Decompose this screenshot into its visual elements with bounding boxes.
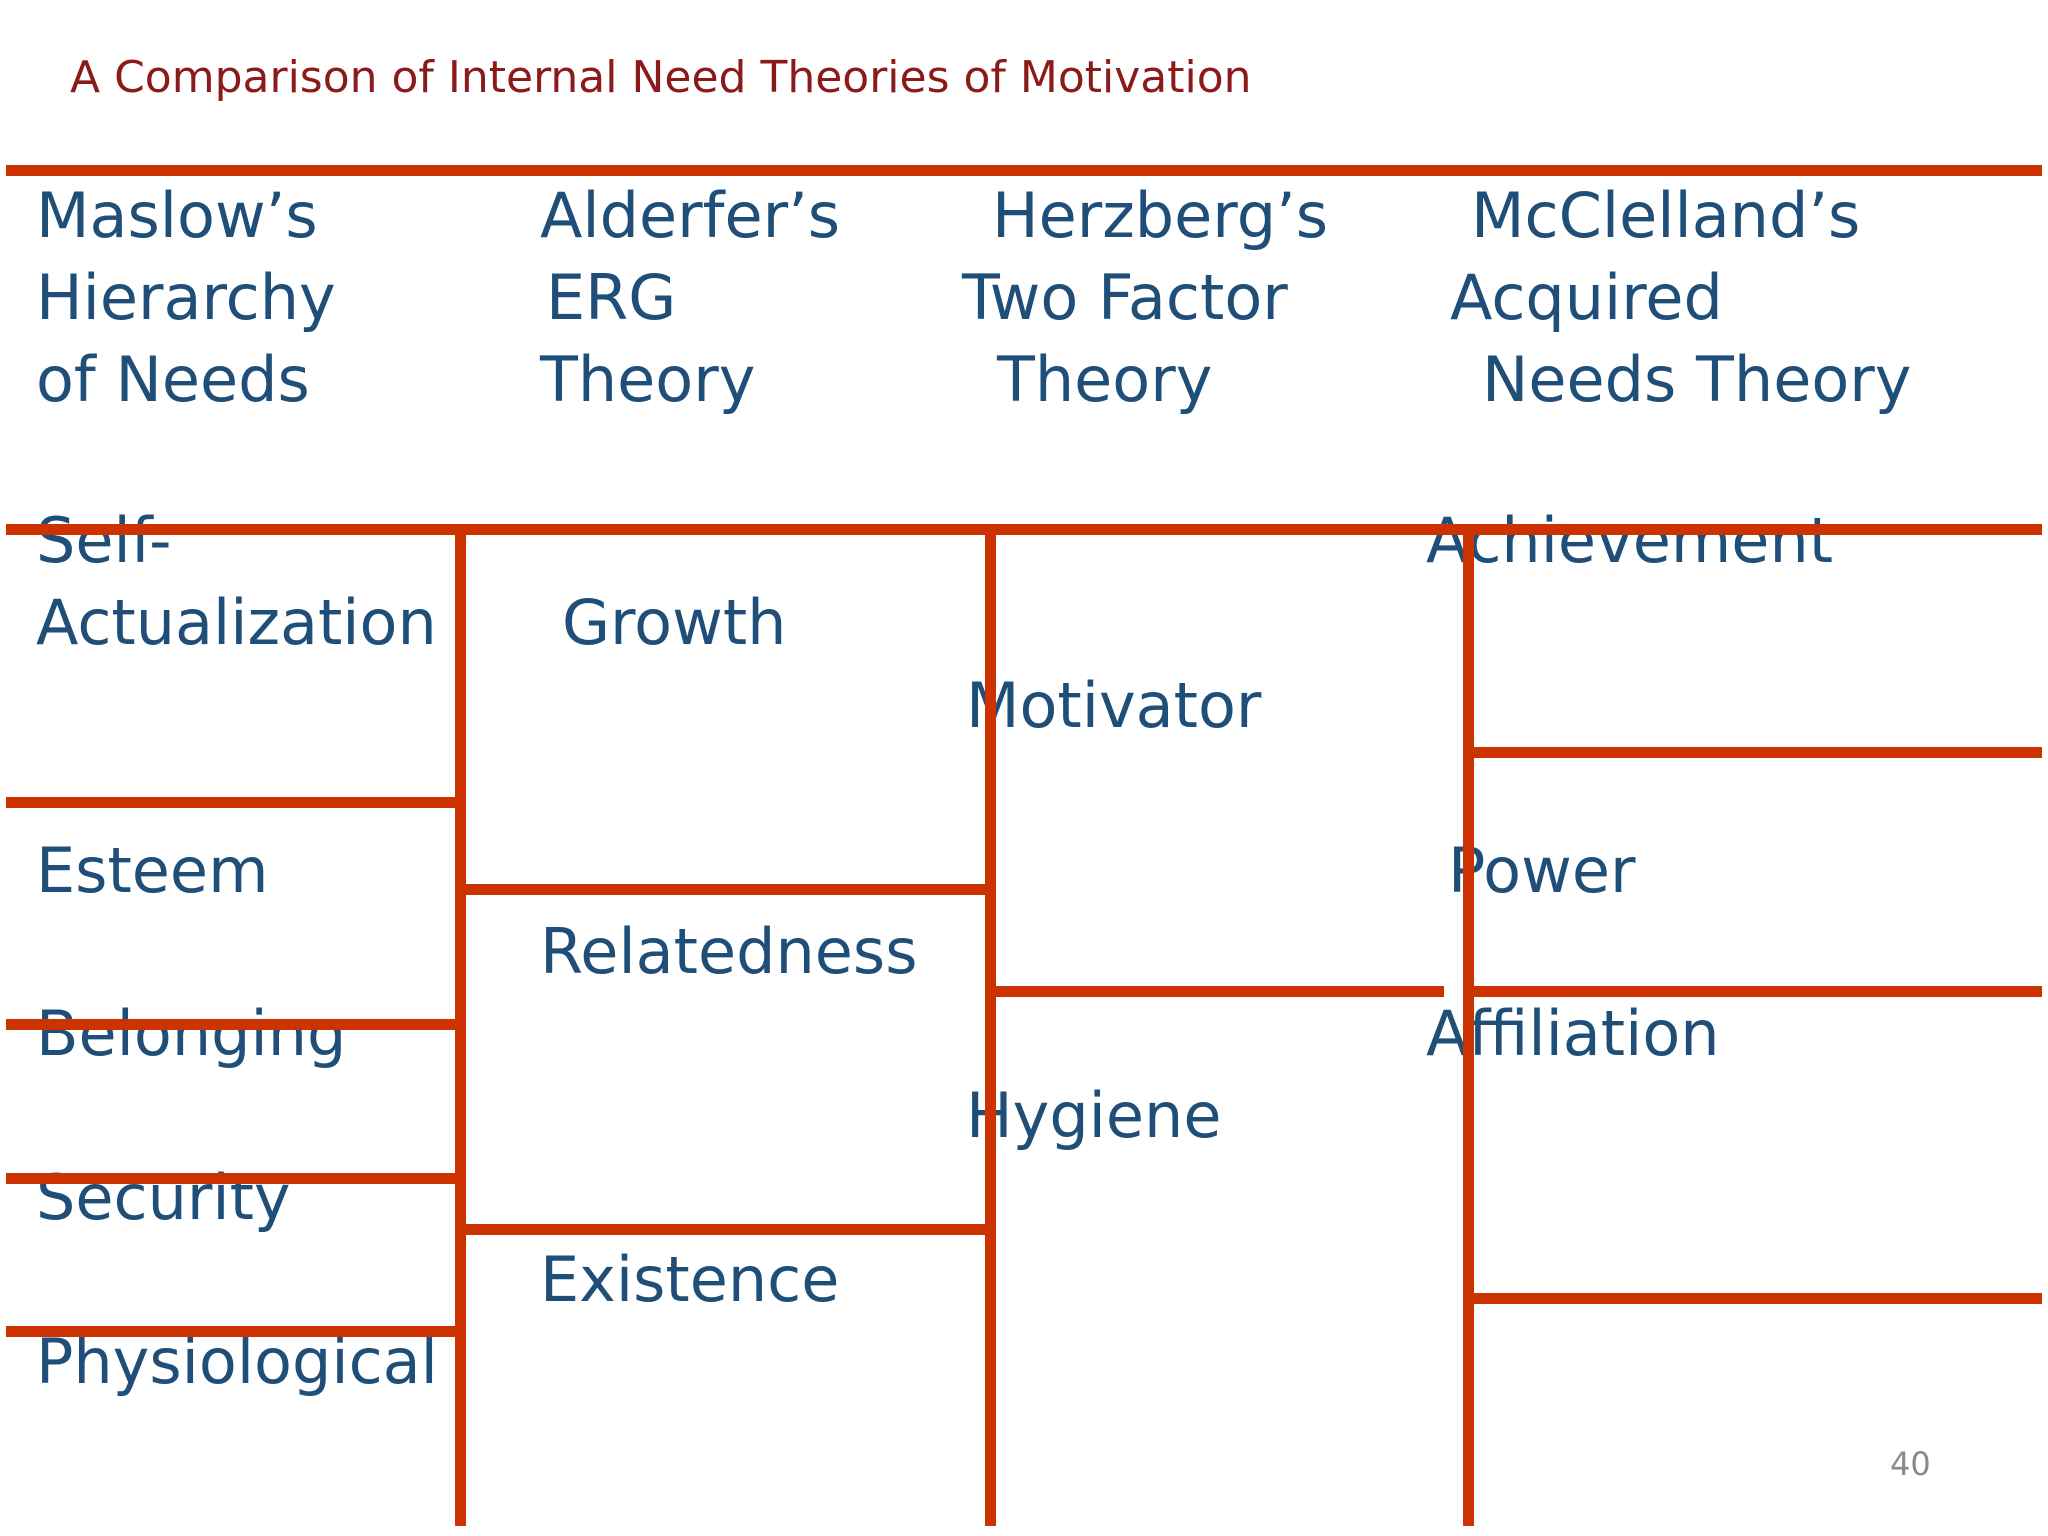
column-divider-1	[455, 530, 466, 1526]
header-herzberg-line-2: Two Factor	[962, 261, 1288, 334]
header-alderfer: Alderfer’s ERG Theory	[540, 175, 840, 421]
column-divider-3	[1463, 530, 1474, 1526]
maslow-physiological: Physiological	[36, 1325, 438, 1398]
maslow-divider-4	[6, 1326, 456, 1337]
mcclelland-affiliation: Affiliation	[1426, 997, 1720, 1070]
header-bottom-rule	[6, 524, 2042, 535]
maslow-divider-3	[6, 1173, 456, 1184]
mcclelland-power: Power	[1448, 834, 1636, 907]
header-maslow-line-3: of Needs	[36, 343, 310, 416]
maslow-self-actualization-line-1: Self-	[36, 504, 172, 577]
header-herzberg-line-1: Herzberg’s	[992, 179, 1329, 252]
maslow-security: Security	[36, 1161, 291, 1234]
header-maslow: Maslow’s Hierarchy of Needs	[36, 175, 336, 421]
herzberg-hygiene: Hygiene	[966, 1079, 1222, 1152]
header-maslow-line-2: Hierarchy	[36, 261, 336, 334]
column-divider-2	[985, 530, 996, 1526]
maslow-belonging: Belonging	[36, 997, 347, 1070]
mcclelland-achievement: Achievement	[1426, 504, 1834, 577]
erg-divider-2	[466, 1224, 986, 1235]
page-number: 40	[1890, 1445, 1931, 1483]
header-top-rule	[6, 165, 2042, 176]
herzberg-motivator: Motivator	[966, 669, 1262, 742]
maslow-esteem: Esteem	[36, 834, 269, 907]
maslow-divider-1	[6, 797, 456, 808]
mcclelland-divider-2	[1474, 986, 2042, 997]
maslow-divider-2	[6, 1019, 456, 1030]
header-herzberg-line-3: Theory	[997, 343, 1213, 416]
herzberg-divider	[996, 986, 1444, 997]
erg-relatedness: Relatedness	[540, 915, 918, 988]
mcclelland-divider-3	[1474, 1293, 2042, 1304]
header-mcclelland: McClelland’s Acquired Needs Theory	[1450, 175, 1911, 421]
header-mcclelland-line-3: Needs Theory	[1482, 343, 1912, 416]
slide-title: A Comparison of Internal Need Theories o…	[70, 52, 1252, 103]
header-mcclelland-line-2: Acquired	[1450, 261, 1723, 334]
erg-growth: Growth	[562, 586, 787, 659]
header-herzberg: Herzberg’s Two Factor Theory	[962, 175, 1328, 421]
header-alderfer-line-2: ERG	[546, 261, 677, 334]
maslow-self-actualization-line-2: Actualization	[36, 586, 437, 659]
erg-existence: Existence	[540, 1243, 840, 1316]
header-maslow-line-1: Maslow’s	[36, 179, 318, 252]
erg-divider-1	[466, 884, 986, 895]
mcclelland-divider-1	[1474, 747, 2042, 758]
header-alderfer-line-3: Theory	[540, 343, 756, 416]
header-mcclelland-line-1: McClelland’s	[1471, 179, 1861, 252]
maslow-self-actualization: Self- Actualization	[36, 500, 437, 664]
header-alderfer-line-1: Alderfer’s	[540, 179, 841, 252]
